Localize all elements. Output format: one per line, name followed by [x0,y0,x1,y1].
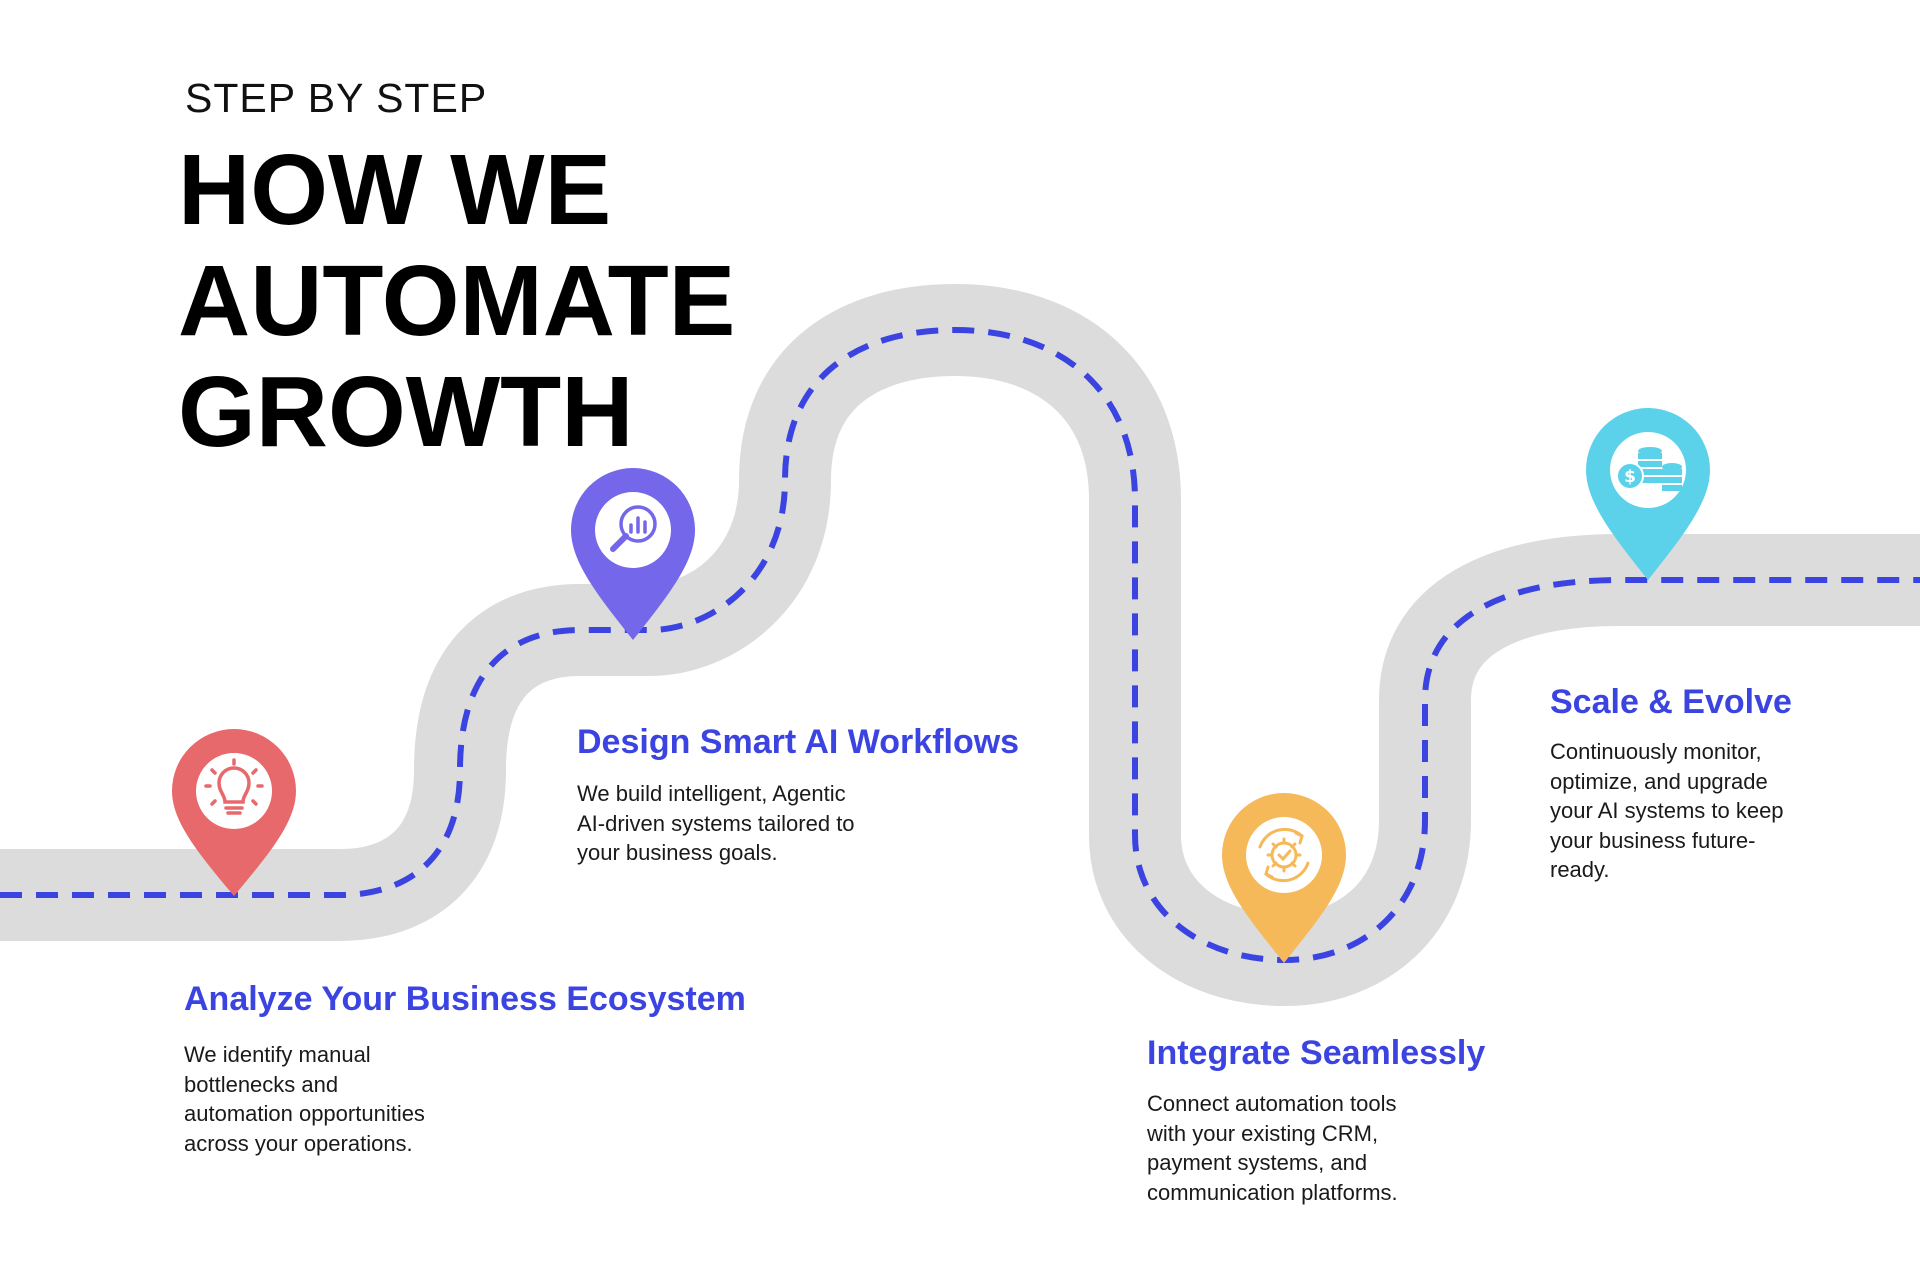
step-1-description-line: automation opportunities [184,1101,425,1126]
step-3-title: Integrate Seamlessly [1147,1034,1486,1072]
step-1-description-line: across your operations. [184,1130,413,1156]
step-4-description-line: your business future- [1550,827,1756,853]
step-4-description-line: optimize, and upgrade [1550,768,1768,794]
section-kicker: STEP BY STEP [185,75,488,121]
lightbulb-icon [204,758,264,815]
step-2-description-line: We build intelligent, Agentic [577,781,846,806]
step-2-description: We build intelligent, Agentic AI-driven … [577,779,937,868]
dashed-route-line [0,326,1920,964]
gear-cycle-icon [1258,827,1310,883]
step-4-description-line: Continuously monitor, [1550,739,1762,764]
step-1-title: Analyze Your Business Ecosystem [184,980,746,1018]
step-3-description-line: with your existing CRM, [1147,1120,1379,1146]
magnifier-chart-icon [610,505,657,552]
pin-inner-circle [595,492,671,568]
coins-dollar-icon: $ [1616,447,1682,491]
step-1-description-line: We identify manual [184,1042,371,1067]
page-title-line-1: HOW WE [178,134,612,246]
page-title-line-2: AUTOMATE [178,245,736,357]
step-1-description-line: bottlenecks and [184,1071,339,1097]
step-4-title: Scale & Evolve [1550,683,1792,721]
location-pin-scale: $ [1586,408,1710,580]
location-pin-design [571,468,695,640]
step-3-description: Connect automation tools with your exist… [1147,1089,1487,1207]
step-2-description-line: AI-driven systems tailored to [577,810,855,836]
svg-text:$: $ [1624,467,1636,487]
step-3-description-line: communication platforms. [1147,1179,1398,1205]
step-4-description: Continuously monitor, optimize, and upgr… [1550,737,1850,885]
page-title: HOW WE AUTOMATE GROWTH [178,135,798,468]
step-3-description-line: Connect automation tools [1147,1091,1397,1116]
step-2-description-line: your business goals. [577,840,778,865]
location-pin-analyze [172,729,296,896]
location-pin-integrate [1222,793,1346,963]
step-3-description-line: payment systems, and [1147,1150,1368,1175]
page-title-line-3: GROWTH [178,356,634,468]
step-4-description-line: your AI systems to keep [1550,798,1784,823]
step-2-title: Design Smart AI Workflows [577,723,1020,761]
step-1-description: We identify manual bottlenecks and autom… [184,1040,504,1158]
step-4-description-line: ready. [1550,857,1610,882]
